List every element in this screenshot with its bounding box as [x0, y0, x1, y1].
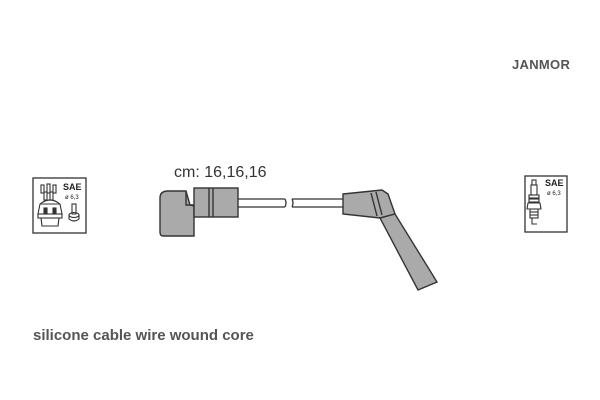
right-spark-plug-badge: SAE ø 6,3 [524, 175, 568, 233]
cable-length-label: cm: 16,16,16 [174, 164, 267, 181]
left-boot [159, 187, 239, 237]
left-badge-diameter: ø 6,3 [65, 195, 79, 201]
distributor-cap-icon [37, 183, 80, 227]
cable-description: silicone cable wire wound core [33, 327, 254, 344]
left-badge-standard: SAE [63, 182, 82, 192]
right-badge-diameter: ø 6,3 [547, 191, 561, 197]
spark-plug-icon [526, 179, 542, 225]
brand-name: JANMOR [512, 57, 571, 72]
right-boot [342, 189, 439, 291]
right-badge-standard: SAE [545, 178, 564, 188]
cable [238, 198, 343, 208]
left-distributor-badge: SAE ø 6,3 [32, 177, 87, 234]
